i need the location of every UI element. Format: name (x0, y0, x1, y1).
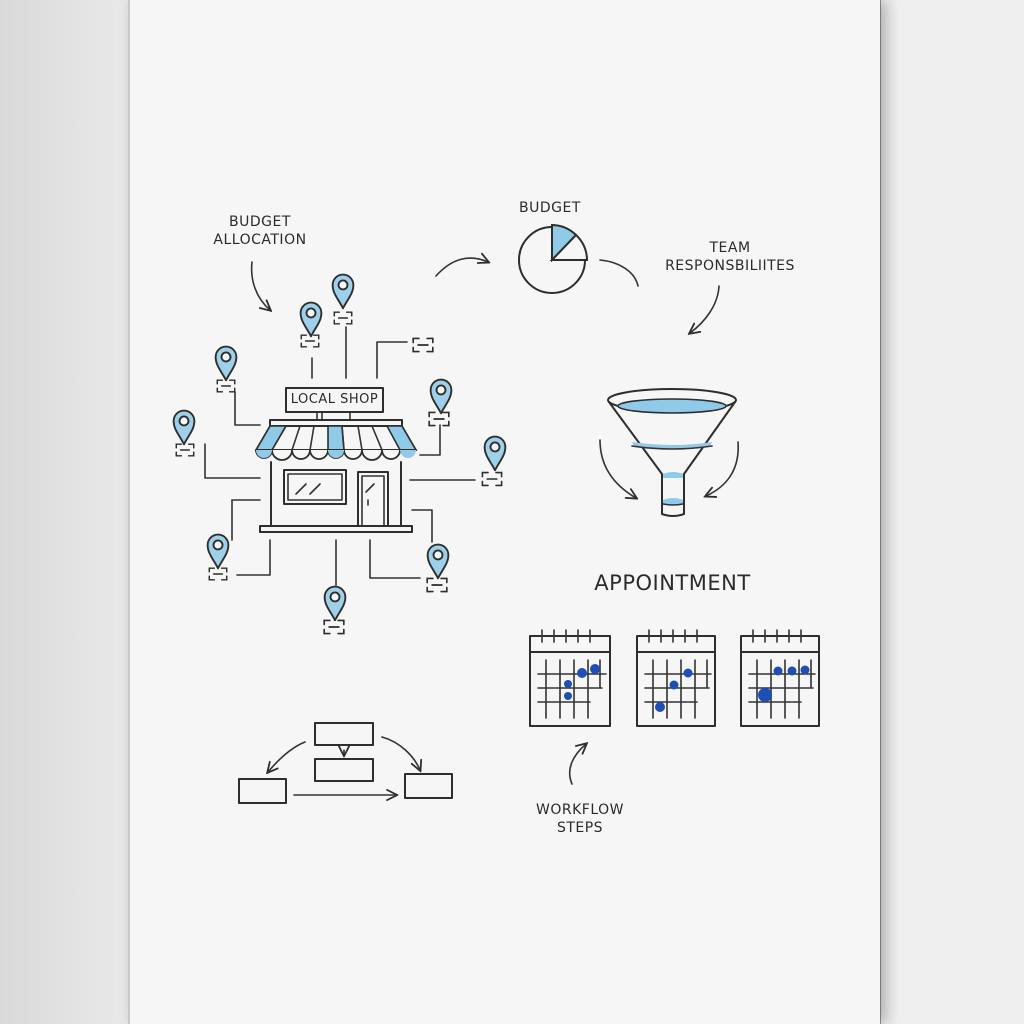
team-line1: TEAM (709, 240, 751, 256)
location-pin-icon (429, 378, 453, 415)
local-shop-sign-text: LOCAL SHOP (290, 392, 379, 407)
calendar-icon (636, 629, 716, 727)
appointment-label: APPOINTMENT (594, 571, 751, 595)
arrow-to-calendars (568, 744, 586, 785)
pie-chart-icon (518, 223, 589, 294)
location-pin-icon (206, 533, 230, 570)
workflow-line1: WORKFLOW (536, 802, 624, 818)
flow-box (404, 773, 453, 799)
team-responsibilities-label: TEAM RESPONSBILIITES (655, 240, 805, 275)
shop-connectors (204, 326, 476, 586)
budget-allocation-line2: ALLOCATION (213, 231, 307, 248)
workflow-line2: STEPS (556, 819, 604, 836)
calendar-icon (740, 629, 820, 727)
funnel-icon (599, 388, 739, 517)
arrow-to-shop (250, 261, 270, 310)
calendar-icon (529, 629, 611, 727)
flowchart-diagram (238, 722, 453, 804)
location-pin-icon (483, 435, 507, 472)
storefront-icon (254, 387, 418, 533)
location-pin-icon (299, 301, 323, 338)
arc-after-pie (599, 259, 639, 287)
arrow-to-funnel (690, 285, 720, 333)
page-binding-edge (128, 0, 130, 1024)
location-pin-icon (214, 345, 238, 382)
background-surface (880, 0, 1024, 1024)
flow-box (314, 722, 374, 746)
flow-box (314, 758, 374, 782)
budget-allocation-label: BUDGET ALLOCATION (205, 214, 315, 249)
budget-allocation-line1: BUDGET (229, 214, 291, 230)
arrow-to-budget (435, 258, 488, 277)
notebook-page (128, 0, 880, 1024)
workflow-steps-label: WORKFLOW STEPS (525, 802, 635, 837)
location-pin-icon (323, 585, 347, 622)
location-pin-icon (426, 543, 450, 580)
location-pin-icon (172, 409, 196, 446)
location-pin-icon (331, 273, 355, 310)
team-line2: RESPONSBILIITES (665, 257, 795, 274)
budget-label: BUDGET (519, 200, 581, 216)
flow-box (238, 778, 287, 804)
